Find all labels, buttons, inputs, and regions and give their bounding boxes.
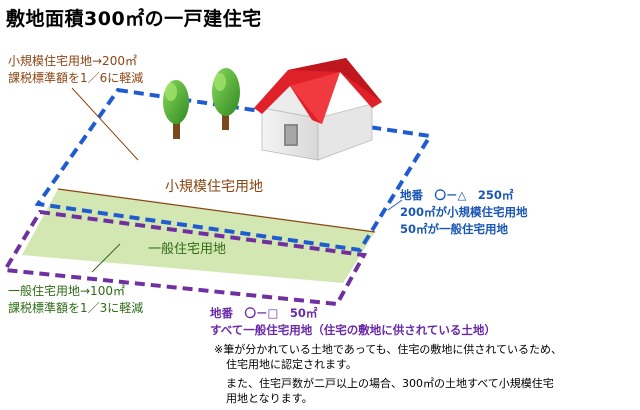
note-line4: 用地となります。 [226, 392, 313, 405]
house-icon [254, 58, 382, 161]
note-line2: 住宅用地に認定されます。 [226, 358, 357, 371]
tree-icon [212, 68, 240, 130]
general-callout-line2: 課税標準額を1／3に軽減 [8, 301, 144, 315]
note-line3: また、住宅戸数が二戸以上の場合、300㎡の土地すべて小規模住宅 [226, 377, 554, 390]
leader-line-small [71, 87, 139, 161]
general-area-label: 一般住宅用地 [148, 242, 227, 257]
purple-lot-line2: すべて一般住宅用地（住宅の敷地に供されている土地） [210, 323, 496, 337]
note-line1: ※筆が分かれている土地であっても、住宅の敷地に供されているため、 [214, 343, 563, 356]
small-scale-area-label: 小規模住宅用地 [165, 179, 263, 195]
small-scale-callout-line2: 課税標準額を1／6に軽減 [8, 71, 144, 85]
area-divider [57, 188, 376, 233]
leader-line-general [91, 243, 121, 273]
small-scale-callout-line1: 小規模住宅用地→200㎡ [8, 54, 137, 68]
blue-lot-line3: 50㎡が一般住宅用地 [400, 222, 509, 236]
blue-lot-line2: 200㎡が小規模住宅用地 [400, 205, 528, 219]
tree-icon [163, 80, 189, 139]
leader-line-blue [387, 199, 403, 211]
general-callout-line1: 一般住宅用地→100㎡ [8, 284, 125, 298]
page-title: 敷地面積300㎡の一戸建住宅 [6, 8, 262, 30]
general-area-fill [22, 189, 375, 283]
lot-purple-border [1, 209, 368, 307]
purple-lot-line1: 地番 〇－□ 50㎡ [210, 306, 318, 320]
blue-lot-line1: 地番 〇－△ 250㎡ [400, 188, 514, 202]
